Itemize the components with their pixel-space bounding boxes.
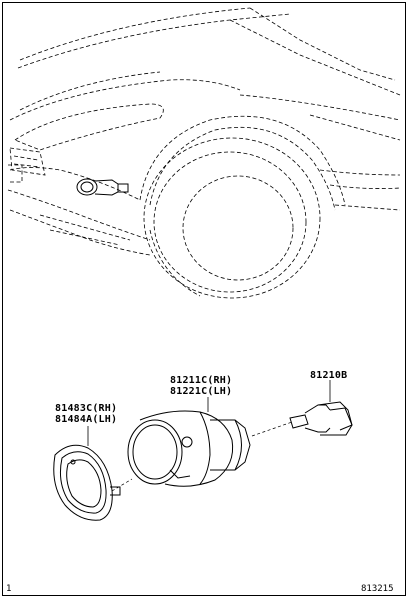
fender-arch-line — [139, 115, 346, 206]
assembly-dash-lines — [111, 421, 293, 492]
hood-edge-line — [19, 7, 251, 61]
bezel-lh-label[interactable]: 81484A(LH) — [55, 414, 118, 425]
lamp-lh-label[interactable]: 81221C(LH) — [170, 386, 233, 397]
front-tire — [143, 137, 321, 299]
bezel-rh-label[interactable]: 81483C(RH) — [55, 403, 118, 414]
diagram-code: 813215 — [361, 584, 394, 594]
diagram-frame — [2, 2, 406, 596]
footer-left-mark: 1 — [6, 584, 12, 594]
fog-lamp-location — [76, 178, 129, 196]
fog-lamp-bezel — [53, 444, 121, 521]
lamp-rh-label[interactable]: 81211C(RH) — [170, 375, 233, 386]
fog-lamp-bulb — [289, 401, 353, 436]
bulb-label[interactable]: 81210B — [310, 370, 348, 381]
leader-lines — [87, 380, 331, 446]
grille-outline — [9, 147, 46, 176]
headlamp-outline — [14, 103, 164, 151]
fog-lamp-assembly — [127, 410, 251, 487]
